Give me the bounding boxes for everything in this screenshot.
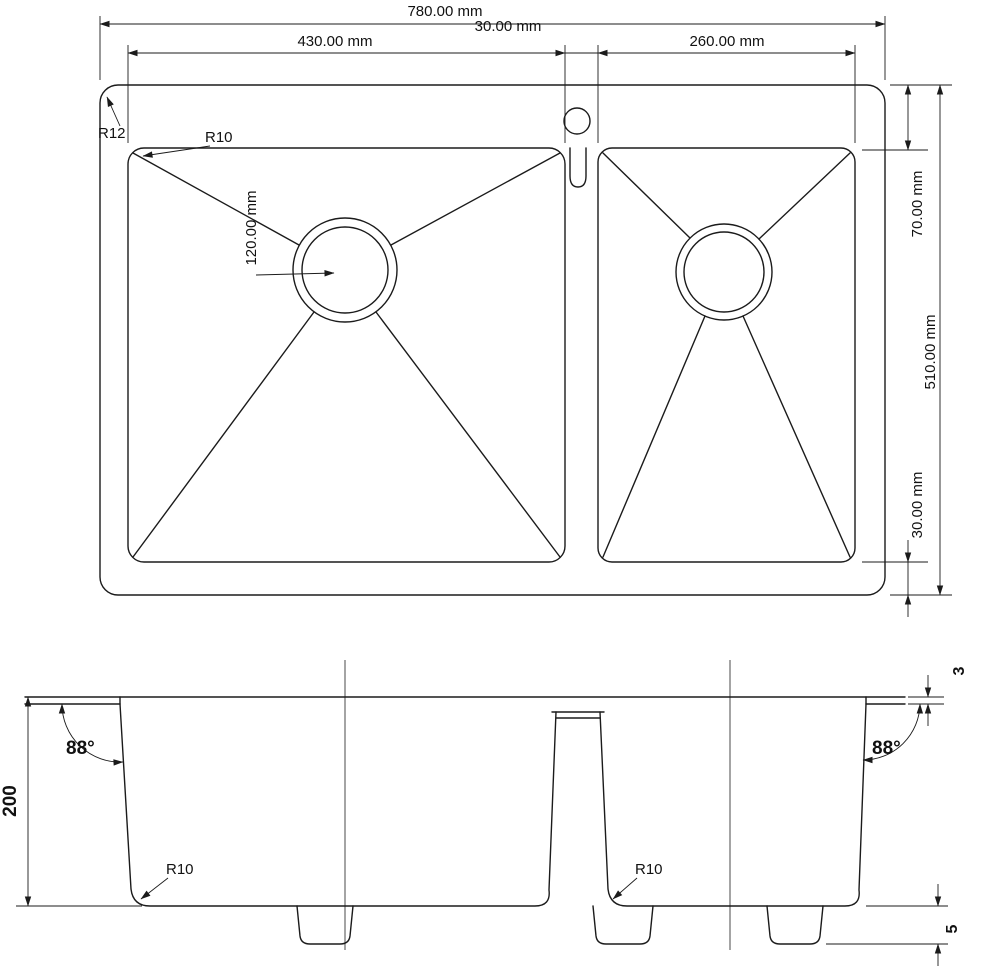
foot-right <box>766 905 824 945</box>
section-outline <box>24 696 906 945</box>
left-bowl-section <box>119 703 557 907</box>
label-bottom-fillet-left: R10 <box>166 861 194 878</box>
faucet-hole <box>563 107 591 135</box>
angle-arc-left <box>58 703 124 766</box>
dim-rim-to-bowl-top: 70.00 mm <box>909 171 926 238</box>
outer-radius-leader <box>106 96 121 127</box>
fillet-leader-left <box>140 877 169 900</box>
section-centerlines <box>344 660 731 950</box>
label-wall-angle-right: 88° <box>872 738 901 759</box>
foot-middle <box>592 905 654 945</box>
foot-left <box>296 905 354 945</box>
dim-rim-thickness: 3 <box>951 666 968 675</box>
divider-notch <box>569 147 587 188</box>
label-bottom-fillet-right: R10 <box>635 861 663 878</box>
top-view-dimension-lines <box>99 16 952 617</box>
label-bowl-corner-radius: R10 <box>205 129 233 146</box>
dim-right-bowl-width: 260.00 mm <box>689 33 764 50</box>
angle-arc-right <box>862 703 924 764</box>
sink-outer-rim <box>99 84 886 596</box>
dim-overall-depth: 510.00 mm <box>922 314 939 389</box>
dim-drain-diameter: 120.00 mm <box>243 190 260 265</box>
right-bowl-section <box>599 703 867 907</box>
right-bowl-slope-lines <box>602 152 851 558</box>
drain-diameter-leader <box>255 270 335 277</box>
label-wall-angle-left: 88° <box>66 738 95 759</box>
right-drain-outer <box>675 223 773 321</box>
dim-left-bowl-width: 430.00 mm <box>297 33 372 50</box>
dim-bowl-depth: 200 <box>0 785 21 817</box>
dim-overall-width: 780.00 mm <box>407 3 482 20</box>
left-drain-outer <box>292 217 398 323</box>
dim-base-height: 5 <box>944 924 961 933</box>
right-bowl <box>597 147 856 563</box>
bowl-radius-leader <box>142 145 211 158</box>
label-outer-corner-radius: R12 <box>98 125 126 142</box>
right-drain-inner <box>683 231 765 313</box>
section-dimension-lines <box>16 675 948 966</box>
left-bowl-slope-lines <box>132 152 561 558</box>
left-drain-inner <box>301 226 389 314</box>
top-view-outline <box>99 84 886 596</box>
dim-divider-width: 30.00 mm <box>475 18 542 35</box>
left-bowl <box>127 147 566 563</box>
dim-bowl-to-rim-bottom: 30.00 mm <box>909 472 926 539</box>
fillet-leader-right <box>612 877 638 900</box>
